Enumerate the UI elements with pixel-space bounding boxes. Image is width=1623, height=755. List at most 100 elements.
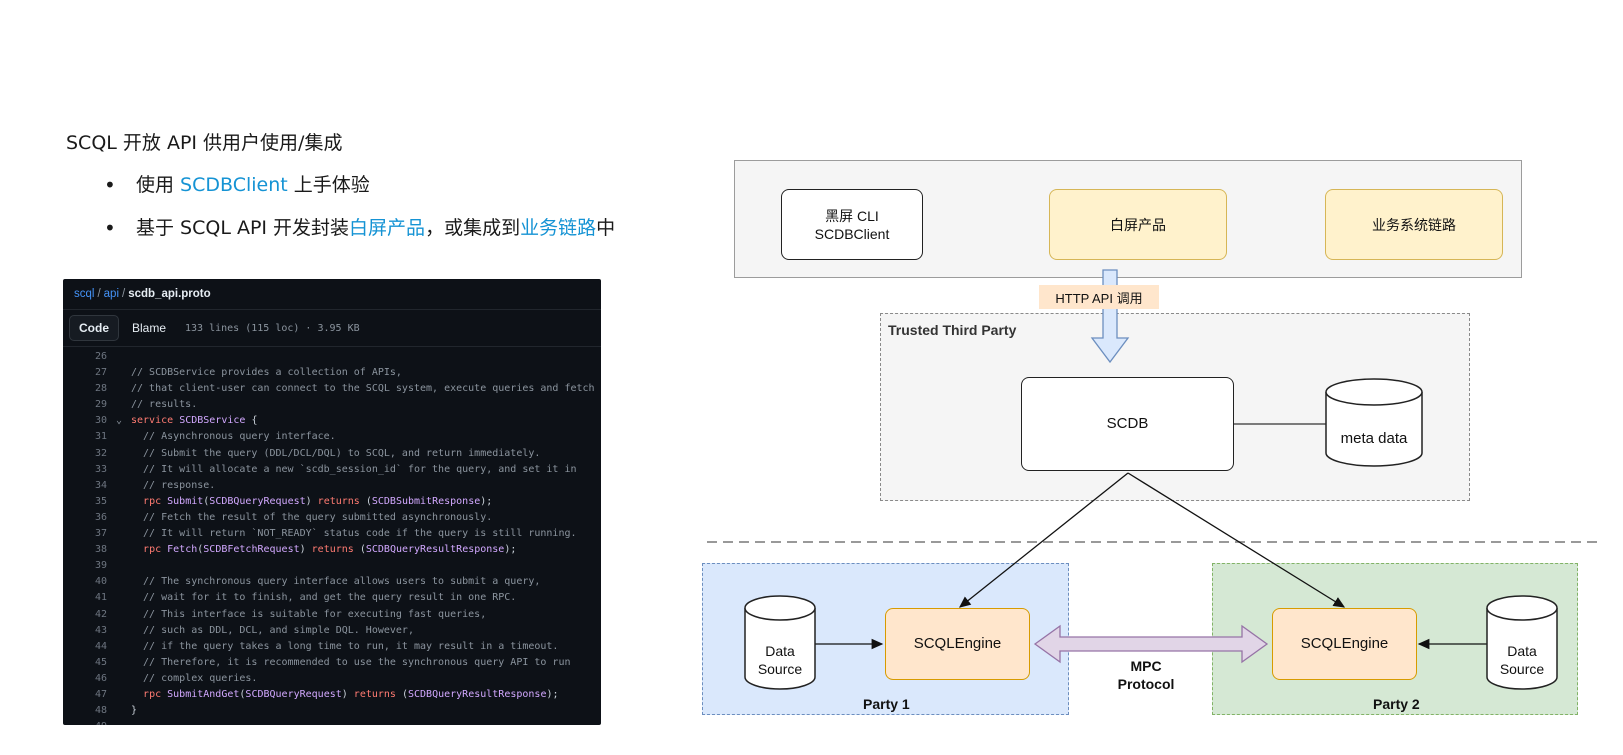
- code-line: 49: [63, 719, 601, 725]
- code-line: 30 ⌄ service SCDBService {: [63, 413, 601, 429]
- mpc-double-arrow: [1033, 624, 1269, 664]
- line-number: 36: [94, 511, 107, 523]
- line-number: 26: [94, 351, 107, 362]
- code-line: 34 // response.: [63, 478, 601, 494]
- http-api-label: HTTP API 调用: [1039, 285, 1159, 309]
- code-line: 40 // The synchronous query interface al…: [63, 574, 601, 590]
- code-text: // It will return `NOT_READY` status cod…: [131, 528, 577, 540]
- slide-heading: SCQL 开放 API 供用户使用/集成: [66, 132, 343, 154]
- meta-data-cylinder: [1325, 378, 1423, 467]
- code-line: 38 rpc Fetch(SCDBFetchRequest) returns (…: [63, 542, 601, 558]
- white-product-link[interactable]: 白屏产品: [349, 217, 426, 239]
- line-number: 49: [63, 719, 107, 725]
- code-text: // SCDBService provides a collection of …: [131, 367, 402, 379]
- code-text: // It will allocate a new `scdb_session_…: [131, 463, 577, 475]
- datasource2-cylinder: [1486, 595, 1558, 690]
- party2-label: Party 2: [1373, 696, 1420, 712]
- fold-chevron-icon[interactable]: ⌄: [115, 415, 123, 427]
- code-line: 33 // It will allocate a new `scdb_sessi…: [63, 462, 601, 478]
- line-number: 38: [94, 544, 107, 556]
- code-text: // response.: [131, 479, 216, 491]
- line-number: 33: [94, 463, 107, 475]
- datasource2-label: Data Source: [1499, 643, 1545, 677]
- code-text: // results.: [131, 399, 198, 411]
- bullet-scdbclient: 使用 SCDBClient 上手体验: [104, 172, 615, 215]
- party1-label: Party 1: [863, 696, 910, 712]
- code-text: // The synchronous query interface allow…: [131, 576, 541, 588]
- code-text: // This interface is suitable for execut…: [131, 608, 487, 620]
- breadcrumb-filename: scdb_api.proto: [128, 288, 211, 300]
- white-product-node: 白屏产品: [1049, 189, 1227, 260]
- scdb-engine2-arrow: [1127, 472, 1346, 608]
- code-text: // complex queries.: [131, 672, 258, 684]
- tab-code[interactable]: Code: [69, 315, 119, 341]
- line-number: 42: [94, 608, 107, 620]
- datasource1-label: Data Source: [757, 643, 803, 677]
- code-line: 27 // SCDBService provides a collection o…: [63, 365, 601, 381]
- black-screen-cli-node: 黑屏 CLI SCDBClient: [781, 189, 923, 260]
- line-number: 39: [94, 560, 107, 572]
- scdbclient-link[interactable]: SCDBClient: [180, 174, 288, 196]
- bullet-list: 使用 SCDBClient 上手体验 基于 SCQL API 开发封装白屏产品，…: [104, 172, 615, 258]
- line-number: 41: [94, 592, 107, 604]
- code-line: 32 // Submit the query (DDL/DCL/DQL) to …: [63, 446, 601, 462]
- file-breadcrumb: scql/ api/ scdb_api.proto: [63, 279, 601, 310]
- line-number: 27: [94, 367, 107, 379]
- tab-blame[interactable]: Blame: [132, 321, 167, 335]
- line-number: 32: [94, 447, 107, 459]
- scdb-engine1-arrow: [958, 472, 1129, 608]
- code-text: service SCDBService {: [131, 415, 258, 427]
- scql-engine-party1: SCQLEngine: [885, 608, 1030, 680]
- line-number: 46: [94, 672, 107, 684]
- line-number: 28: [94, 383, 107, 395]
- bullet2-text-middle: ，或集成到: [425, 217, 521, 239]
- line-number: 31: [94, 431, 107, 443]
- business-chain-link[interactable]: 业务链路: [520, 217, 597, 239]
- code-line: 28// that client-user can connect to the…: [63, 381, 601, 397]
- mpc-protocol-label: MPC Protocol: [1117, 658, 1175, 692]
- line-number: 45: [94, 656, 107, 668]
- bullet-integration: 基于 SCQL API 开发封装白屏产品，或集成到业务链路中: [104, 215, 615, 258]
- ttp-label: Trusted Third Party: [888, 322, 1017, 338]
- code-line: 37 // It will return `NOT_READY` status …: [63, 526, 601, 542]
- code-text: // such as DDL, DCL, and simple DQL. How…: [131, 624, 414, 636]
- file-meta: 133 lines (115 loc) · 3.95 KB: [185, 322, 360, 334]
- code-line: 48}: [63, 703, 601, 719]
- code-lines: 26 27 // SCDBService provides a collection…: [63, 347, 601, 725]
- code-line: 46 // complex queries.: [63, 671, 601, 687]
- http-api-arrow: [1090, 269, 1130, 364]
- bullet1-text-before: 使用: [136, 174, 181, 196]
- code-line: 45 // Therefore, it is recommended to us…: [63, 655, 601, 671]
- code-text: // wait for it to finish, and get the qu…: [131, 592, 517, 604]
- code-line: 44 // if the query takes a long time to …: [63, 639, 601, 655]
- code-line: 42 // This interface is suitable for exe…: [63, 607, 601, 623]
- line-number: 35: [94, 495, 107, 507]
- bullet2-text-after: 中: [596, 217, 616, 239]
- code-text: // Asynchronous query interface.: [131, 431, 336, 443]
- code-text: // Submit the query (DDL/DCL/DQL) to SCQ…: [131, 447, 541, 459]
- line-number: 44: [94, 640, 107, 652]
- code-text: // Therefore, it is recommended to use t…: [131, 656, 571, 668]
- code-text: rpc Submit(SCDBQueryRequest) returns (SC…: [143, 495, 493, 507]
- code-line: 35 rpc Submit(SCDBQueryRequest) returns …: [63, 494, 601, 510]
- line-number: 48: [94, 705, 107, 717]
- line-number: 29: [94, 399, 107, 411]
- breadcrumb-scql[interactable]: scql: [74, 288, 95, 300]
- code-line: 31 // Asynchronous query interface.: [63, 429, 601, 445]
- line-number: 43: [94, 624, 107, 636]
- line-number: 30: [94, 415, 107, 427]
- code-line: 41 // wait for it to finish, and get the…: [63, 590, 601, 606]
- breadcrumb-api[interactable]: api: [103, 288, 120, 300]
- code-text: rpc SubmitAndGet(SCDBQueryRequest) retur…: [143, 688, 559, 700]
- code-text: }: [131, 705, 138, 717]
- code-tabs: Code Blame 133 lines (115 loc) · 3.95 KB: [63, 310, 601, 347]
- code-viewer: scql/ api/ scdb_api.proto Code Blame 133…: [63, 279, 601, 725]
- line-number: 37: [94, 528, 107, 540]
- code-line: 39: [63, 558, 601, 574]
- code-line: 47 rpc SubmitAndGet(SCDBQueryRequest) re…: [63, 687, 601, 703]
- datasource1-cylinder: [744, 595, 816, 690]
- bullet1-text-after: 上手体验: [287, 174, 370, 196]
- scql-engine-party2: SCQLEngine: [1272, 608, 1417, 680]
- code-line: 26: [63, 349, 601, 365]
